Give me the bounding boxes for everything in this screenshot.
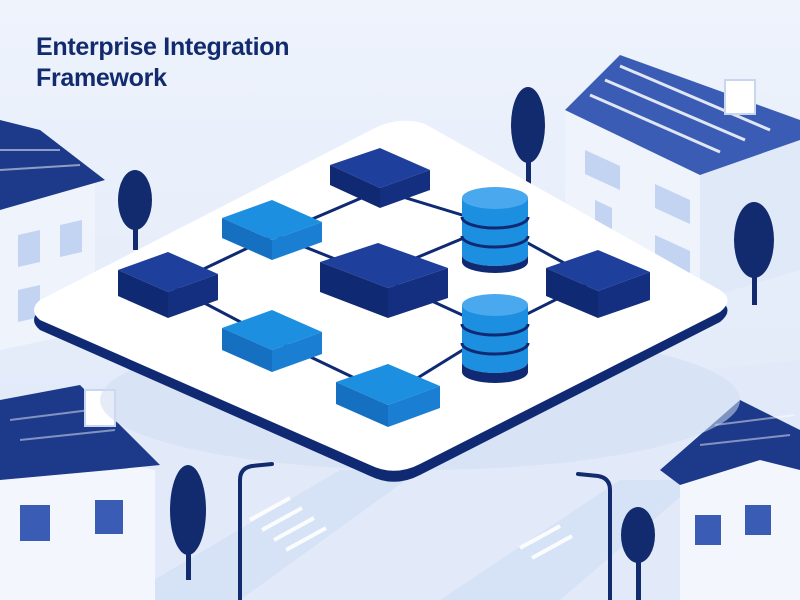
platform-node-icon (330, 148, 430, 208)
database-icon (460, 294, 530, 383)
title-line-2: Framework (36, 64, 167, 92)
house-icon (0, 385, 160, 600)
platform-node-icon (222, 200, 322, 260)
platform-node-icon (546, 250, 650, 318)
tree-icon (511, 87, 545, 190)
house-icon (660, 400, 800, 600)
platform-node-icon (320, 243, 448, 318)
tree-icon (118, 170, 152, 250)
street-lamp-icon (576, 472, 612, 600)
database-icon (460, 187, 530, 273)
tree-icon (621, 507, 655, 600)
tree-icon (170, 465, 206, 580)
street-lamp-icon (238, 462, 274, 600)
tree-icon (734, 202, 774, 305)
page-title: Enterprise Integration Framework (36, 32, 289, 94)
crosswalk (249, 496, 573, 560)
platform-node-icon (336, 364, 440, 427)
road (120, 470, 420, 600)
title-line-1: Enterprise Integration (36, 33, 290, 61)
platform-node-icon (118, 252, 218, 318)
platform-node-icon (222, 310, 322, 372)
